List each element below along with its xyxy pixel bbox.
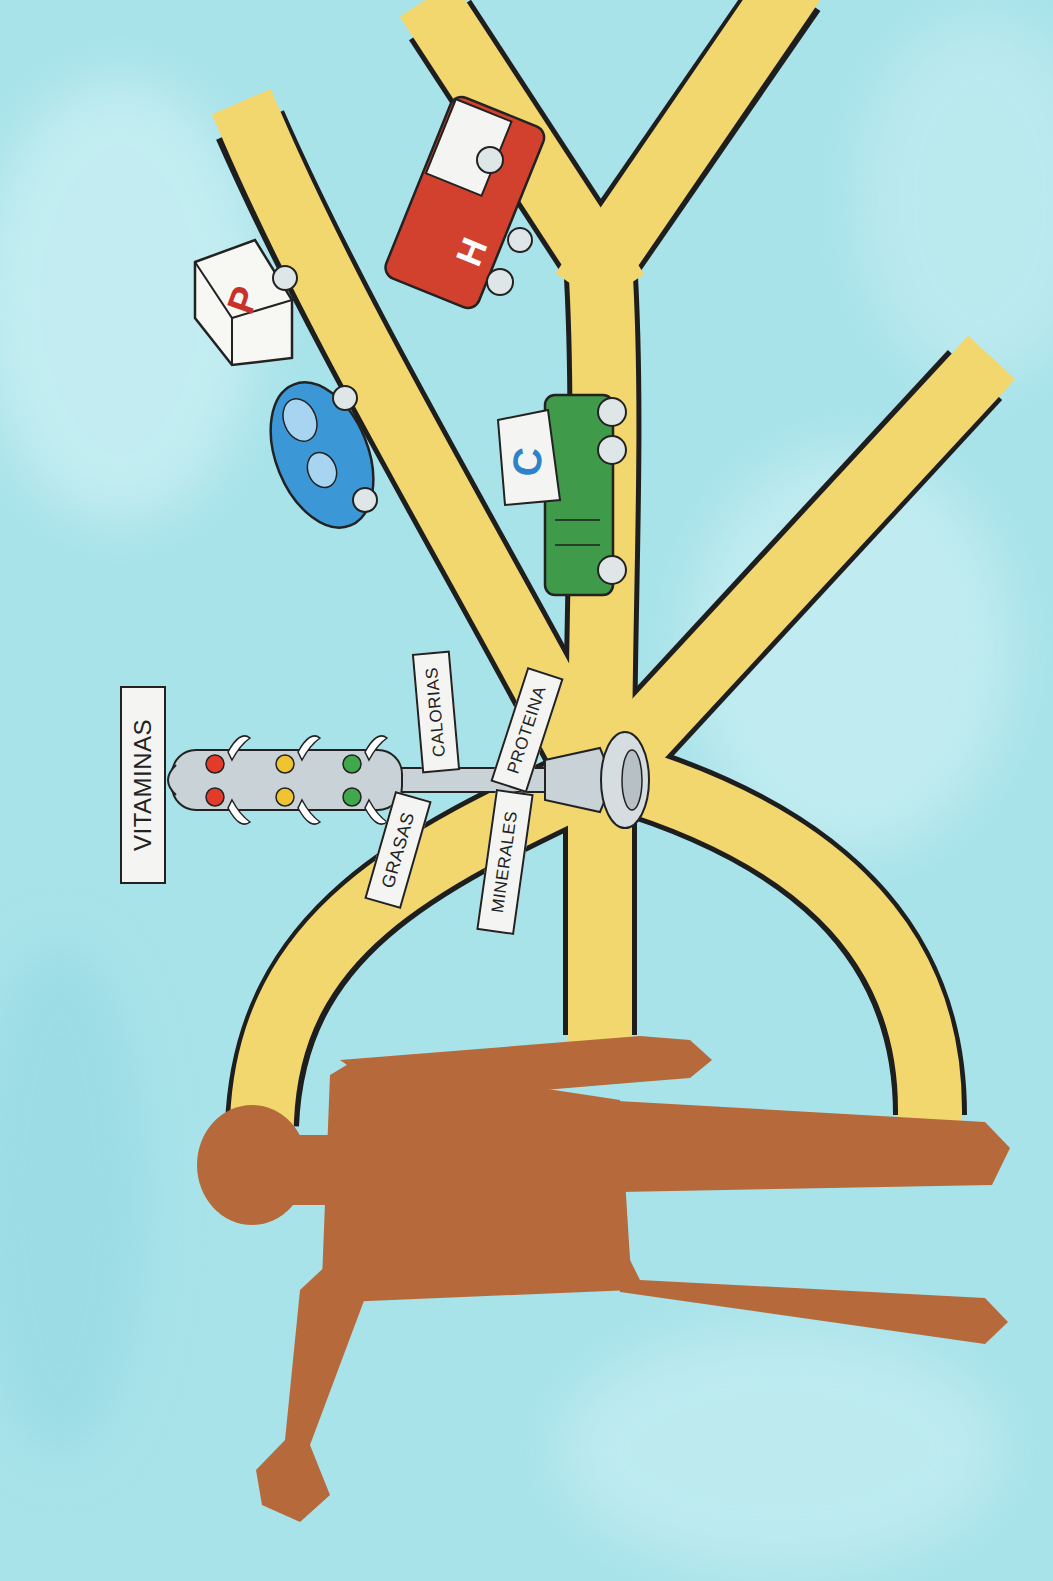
vehicle-letter: C [500,435,554,489]
wash-blot [860,20,1053,380]
body-line [555,544,600,546]
signal-lamp [206,755,224,773]
road-outlines [250,0,975,1125]
wheel [598,556,626,584]
watercolor-wash [0,20,1053,1570]
leg [600,1200,1008,1344]
arm [256,1262,365,1522]
blue-car [251,367,393,542]
signal-lamp [206,788,224,806]
signal-lamp [343,755,361,773]
truck-cab [498,410,560,505]
signal-lamp [276,788,294,806]
lamp-visor [228,800,250,824]
torso [322,1060,632,1302]
light-cap [168,765,176,795]
cargo-box [195,240,292,365]
arm [340,1036,712,1102]
vehicle-letter: H [439,219,504,284]
sign-text: CALORIAS [422,666,450,757]
signal-lamp [276,755,294,773]
wash-blot [560,1330,1000,1570]
road [600,0,785,265]
lamp-visor [365,736,387,760]
sign-board: PROTEINA [490,667,563,793]
sign-text: PROTEINA [503,684,550,777]
wheel [273,266,297,290]
wheel [333,386,357,410]
ambulance-body [382,93,548,311]
car-window [277,394,323,447]
car-window [302,448,341,492]
lamp-visor [298,800,320,824]
sign-board: VITAMINAS [120,686,166,884]
vehicle-letter: P [211,268,275,332]
signal-lamp [343,788,361,806]
box-edge [231,318,233,365]
ambulance-window [426,99,512,196]
ambulance [382,93,548,311]
pole-foot [622,750,642,810]
pole-foot [601,732,649,828]
body-line [555,519,600,521]
sign-text: MINERALES [488,810,522,915]
sign-text: GRASAS [377,810,419,891]
wash-blot [0,940,150,1460]
wheel [598,398,626,426]
lamp-visor [228,736,250,760]
human-figure [197,1036,1010,1522]
car-body [251,367,393,542]
green-truck [498,395,626,595]
wheel [508,228,532,252]
pole-base [545,748,608,812]
sign-board: GRASAS [364,791,431,909]
cube-truck [195,240,297,365]
lamp-visor [365,800,387,824]
wheel [598,436,626,464]
wheel [477,147,503,173]
wheel [487,269,513,295]
road [610,381,970,770]
lamp-visor [298,736,320,760]
wheel [353,488,377,512]
sign-text: VITAMINAS [129,719,157,851]
leg [600,1100,1010,1192]
sign-board: MINERALES [476,789,533,935]
light-housing [172,750,402,810]
sign-board: CALORIAS [412,651,460,774]
road-outline [600,0,790,265]
road-fills [254,0,970,1120]
road-outline [610,375,975,770]
